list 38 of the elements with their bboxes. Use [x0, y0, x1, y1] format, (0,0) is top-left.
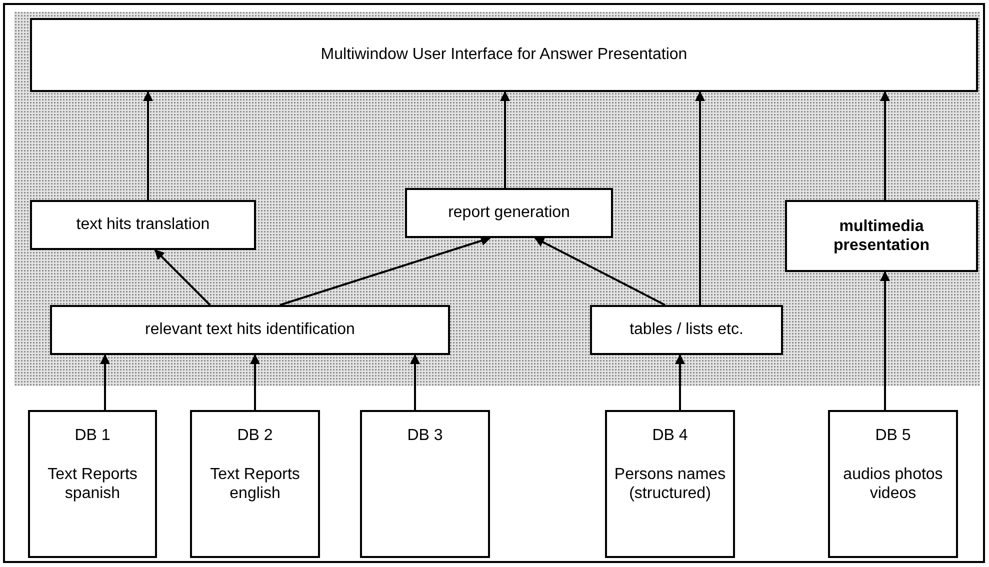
arrow: [280, 236, 491, 306]
node-label: text hits translation: [76, 215, 210, 235]
node-label: DB 3: [407, 426, 443, 446]
node-label: Persons names (structured): [613, 465, 727, 504]
node-label: Text Reports english: [209, 465, 301, 504]
arrow: [100, 354, 110, 410]
process-box: [785, 200, 978, 272]
node-label: Text Reports spanish: [46, 465, 138, 504]
node-title: DB 5: [875, 426, 911, 446]
node-title: DB 4: [652, 426, 688, 446]
database-box: [828, 410, 958, 558]
title-box: [30, 18, 978, 92]
arrow: [534, 237, 666, 306]
database-box: [360, 410, 490, 558]
database-box: [190, 410, 320, 558]
process-box: [590, 305, 783, 355]
node-title: DB 2: [237, 426, 273, 446]
process-box: [30, 200, 256, 250]
node-label: Multiwindow User Interface for Answer Presentation: [320, 45, 688, 65]
node-label: report generation: [448, 203, 570, 223]
arrow: [880, 271, 890, 410]
node-label: multimedia presentation: [832, 216, 930, 256]
arrow: [143, 91, 153, 200]
arrow: [250, 354, 260, 410]
process-box: [405, 188, 613, 238]
arrow: [675, 354, 685, 410]
database-box: [28, 410, 157, 558]
arrow: [154, 249, 211, 306]
arrow: [410, 354, 420, 410]
process-box: [50, 305, 450, 355]
arrow: [695, 91, 705, 305]
node-label: relevant text hits identification: [145, 320, 355, 340]
node-label: audios photos videos: [842, 465, 944, 504]
node-title: DB 1: [74, 426, 110, 446]
arrow: [500, 91, 510, 188]
node-label: tables / lists etc.: [630, 320, 744, 340]
arrow: [880, 91, 890, 200]
database-box: [605, 410, 735, 558]
